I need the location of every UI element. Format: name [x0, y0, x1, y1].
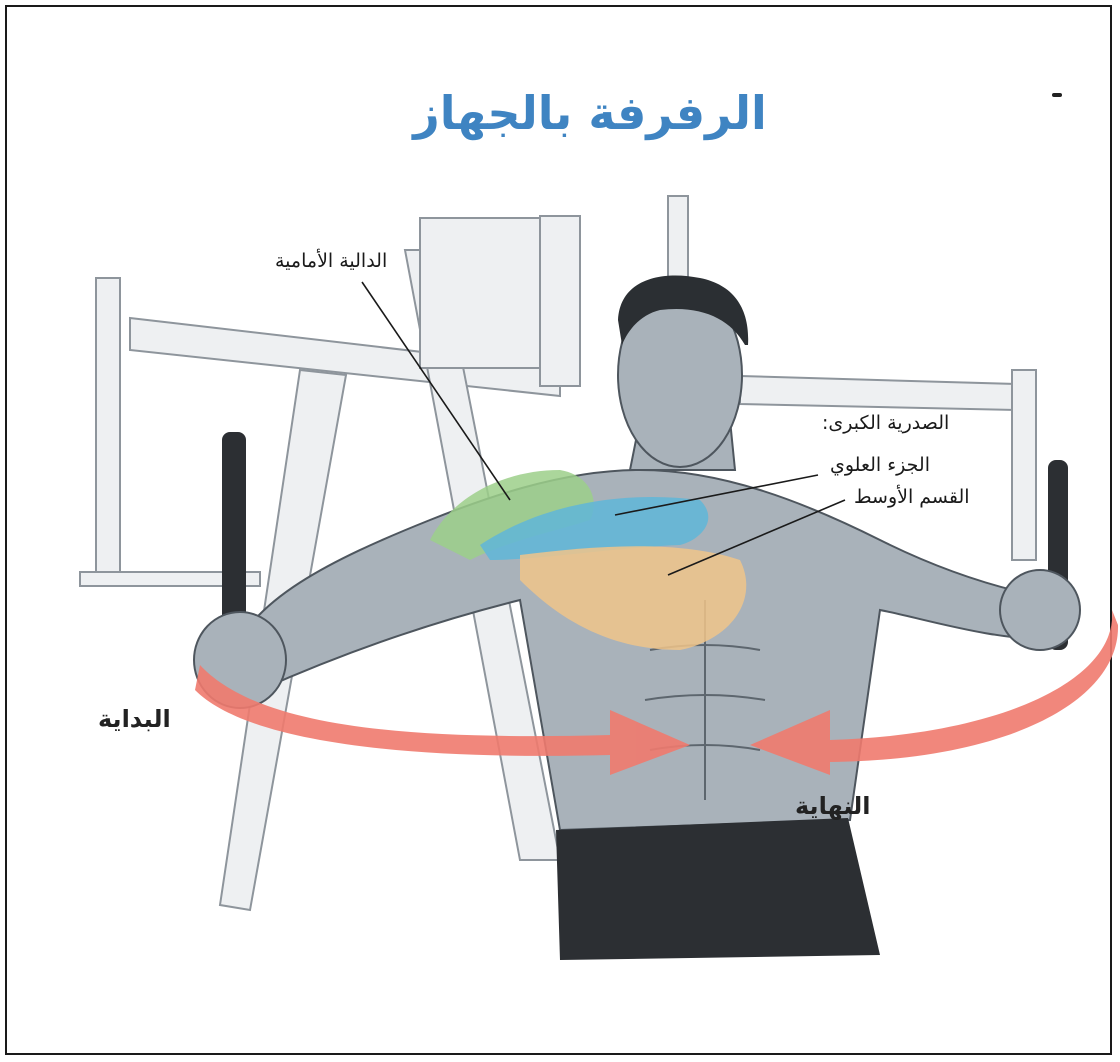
left-frame-post [96, 278, 120, 578]
right-fist [1000, 570, 1080, 650]
shorts [556, 818, 880, 960]
label-pectoralis-major: الصدرية الكبرى: [822, 412, 949, 434]
left-handle [222, 432, 246, 642]
right-frame-bar [740, 376, 1016, 410]
label-middle-part: القسم الأوسط [854, 486, 970, 508]
seat-back-top [420, 218, 550, 368]
label-upper-part: الجزء العلوي [830, 454, 930, 476]
label-end: النهاية [795, 792, 870, 820]
right-frame-post [1012, 370, 1036, 560]
label-anterior-deltoid: الدالية الأمامية [275, 250, 387, 272]
center-post [540, 216, 580, 386]
label-start: البداية [98, 705, 171, 733]
